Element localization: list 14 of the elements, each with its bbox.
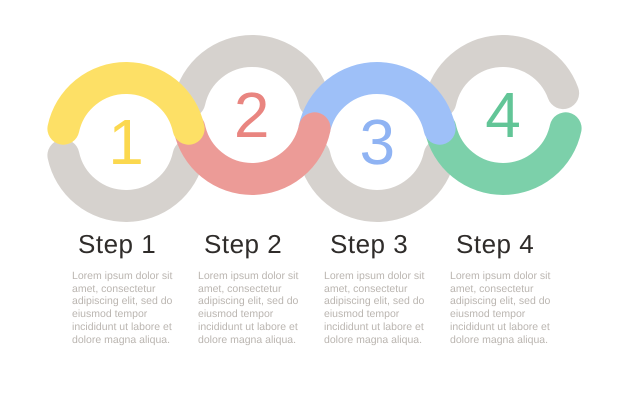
- step-description: Lorem ipsum dolor sit amet, consectetur adipiscing elit, sed do eiusmod tempor incididunt ut labore et dolore magna aliqua.: [450, 270, 552, 346]
- step-number: 2: [234, 83, 270, 147]
- step-title: Step 3: [330, 231, 408, 257]
- step-title: Step 4: [456, 231, 534, 257]
- step-ring: [46, 62, 206, 222]
- step-description: Lorem ipsum dolor sit amet, consectetur adipiscing elit, sed do eiusmod tempor incididunt ut labore et dolore magna aliqua.: [72, 270, 174, 346]
- step-description: Lorem ipsum dolor sit amet, consectetur adipiscing elit, sed do eiusmod tempor incididunt ut labore et dolore magna aliqua.: [198, 270, 300, 346]
- step-title: Step 2: [204, 231, 282, 257]
- step-number: 4: [485, 83, 521, 147]
- step-ring: [297, 62, 458, 222]
- step-description: Lorem ipsum dolor sit amet, consectetur adipiscing elit, sed do eiusmod tempor incididunt ut labore et dolore magna aliqua.: [324, 270, 426, 346]
- step-title: Step 1: [78, 231, 156, 257]
- step-number: 1: [108, 110, 144, 174]
- step-number: 3: [360, 110, 396, 174]
